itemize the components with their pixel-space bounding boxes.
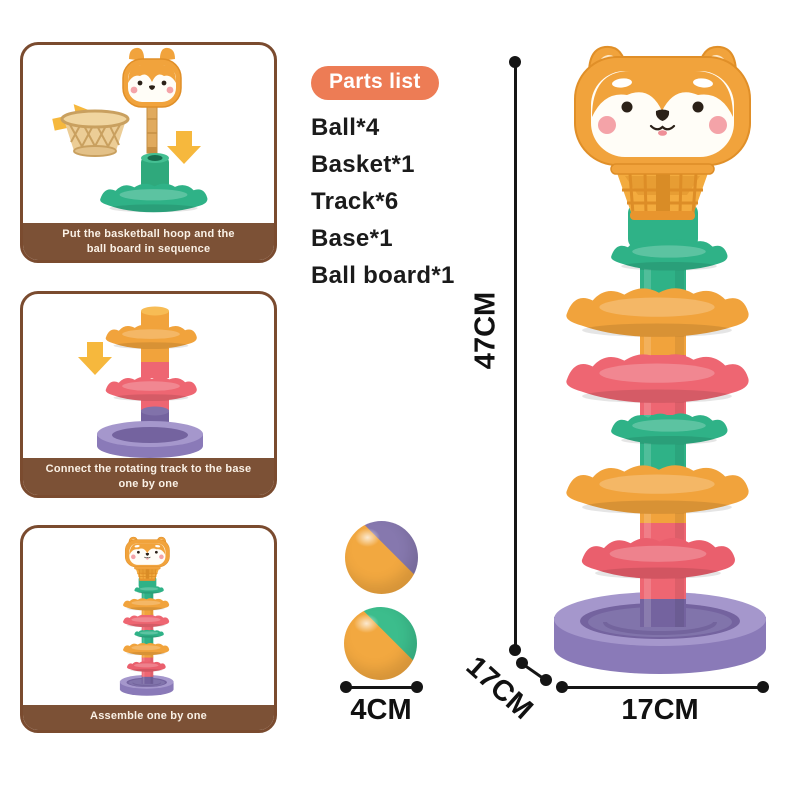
width-dimension-line [562, 686, 763, 689]
step2-caption-line1: Connect the rotating track to the base [45, 463, 252, 475]
step3-caption-line1: Assemble one by one [90, 710, 207, 723]
green-track-piece-icon [100, 153, 208, 213]
product-tower-image [535, 45, 795, 685]
dimension-dot [757, 681, 769, 693]
arrow-down-icon [167, 131, 201, 164]
parts-list: Parts list Ball*4 Basket*1 Track*6 Base*… [311, 66, 455, 294]
list-item: Basket*1 [311, 151, 415, 178]
orange-track-piece-icon [105, 306, 197, 364]
step2-drawing [78, 306, 203, 458]
dimension-dot [516, 657, 528, 669]
step1-caption-line1: Put the basketball hoop and the [62, 228, 235, 240]
base-piece-icon [97, 406, 203, 458]
step3-drawing [23, 528, 274, 705]
step2-caption-line2: one by one [118, 477, 179, 490]
red-track-piece-icon [105, 362, 197, 414]
list-item: Ball board*1 [311, 262, 455, 289]
dimension-dot [556, 681, 568, 693]
step1-drawing [52, 47, 208, 213]
basket-icon [60, 109, 130, 157]
ball-dimension-line [345, 686, 418, 689]
ball-board-icon [122, 47, 182, 154]
dimension-dot [411, 681, 423, 693]
parts-list-title-badge: Parts list [311, 66, 439, 100]
ball-orange-green [344, 607, 417, 680]
base-width-label: 17CM [621, 694, 699, 726]
step1-illustration [23, 45, 274, 223]
dimension-dot [340, 681, 352, 693]
mini-tower-icon [120, 537, 174, 696]
base-depth-label: 17CM [459, 650, 539, 726]
step-panel-2: Connect the rotating track to the base o… [20, 291, 277, 498]
list-item: Ball*4 [311, 114, 380, 141]
ball-diameter-label: 4CM [350, 694, 412, 726]
ball-orange-purple [345, 521, 418, 594]
step3-caption: Assemble one by one [23, 705, 274, 730]
list-item: Track*6 [311, 188, 399, 215]
step3-illustration [23, 528, 274, 705]
dimension-dot [509, 56, 521, 68]
step1-caption-line2: ball board in sequence [86, 242, 211, 255]
height-dimension-line [514, 62, 517, 650]
step2-caption: Connect the rotating track to the base o… [23, 458, 274, 495]
dimension-dot [509, 644, 521, 656]
tower-height-label: 47CM [469, 291, 502, 370]
step2-illustration [23, 294, 274, 458]
step-panel-1: Put the basketball hoop and the ball boa… [20, 42, 277, 263]
parts-list-items: Ball*4 Basket*1 Track*6 Base*1 Ball boar… [311, 109, 455, 294]
dimension-dot [540, 674, 552, 686]
list-item: Base*1 [311, 225, 393, 252]
step-panel-3: Assemble one by one [20, 525, 277, 733]
arrow-down-icon [78, 342, 112, 375]
step1-caption: Put the basketball hoop and the ball boa… [23, 223, 274, 260]
